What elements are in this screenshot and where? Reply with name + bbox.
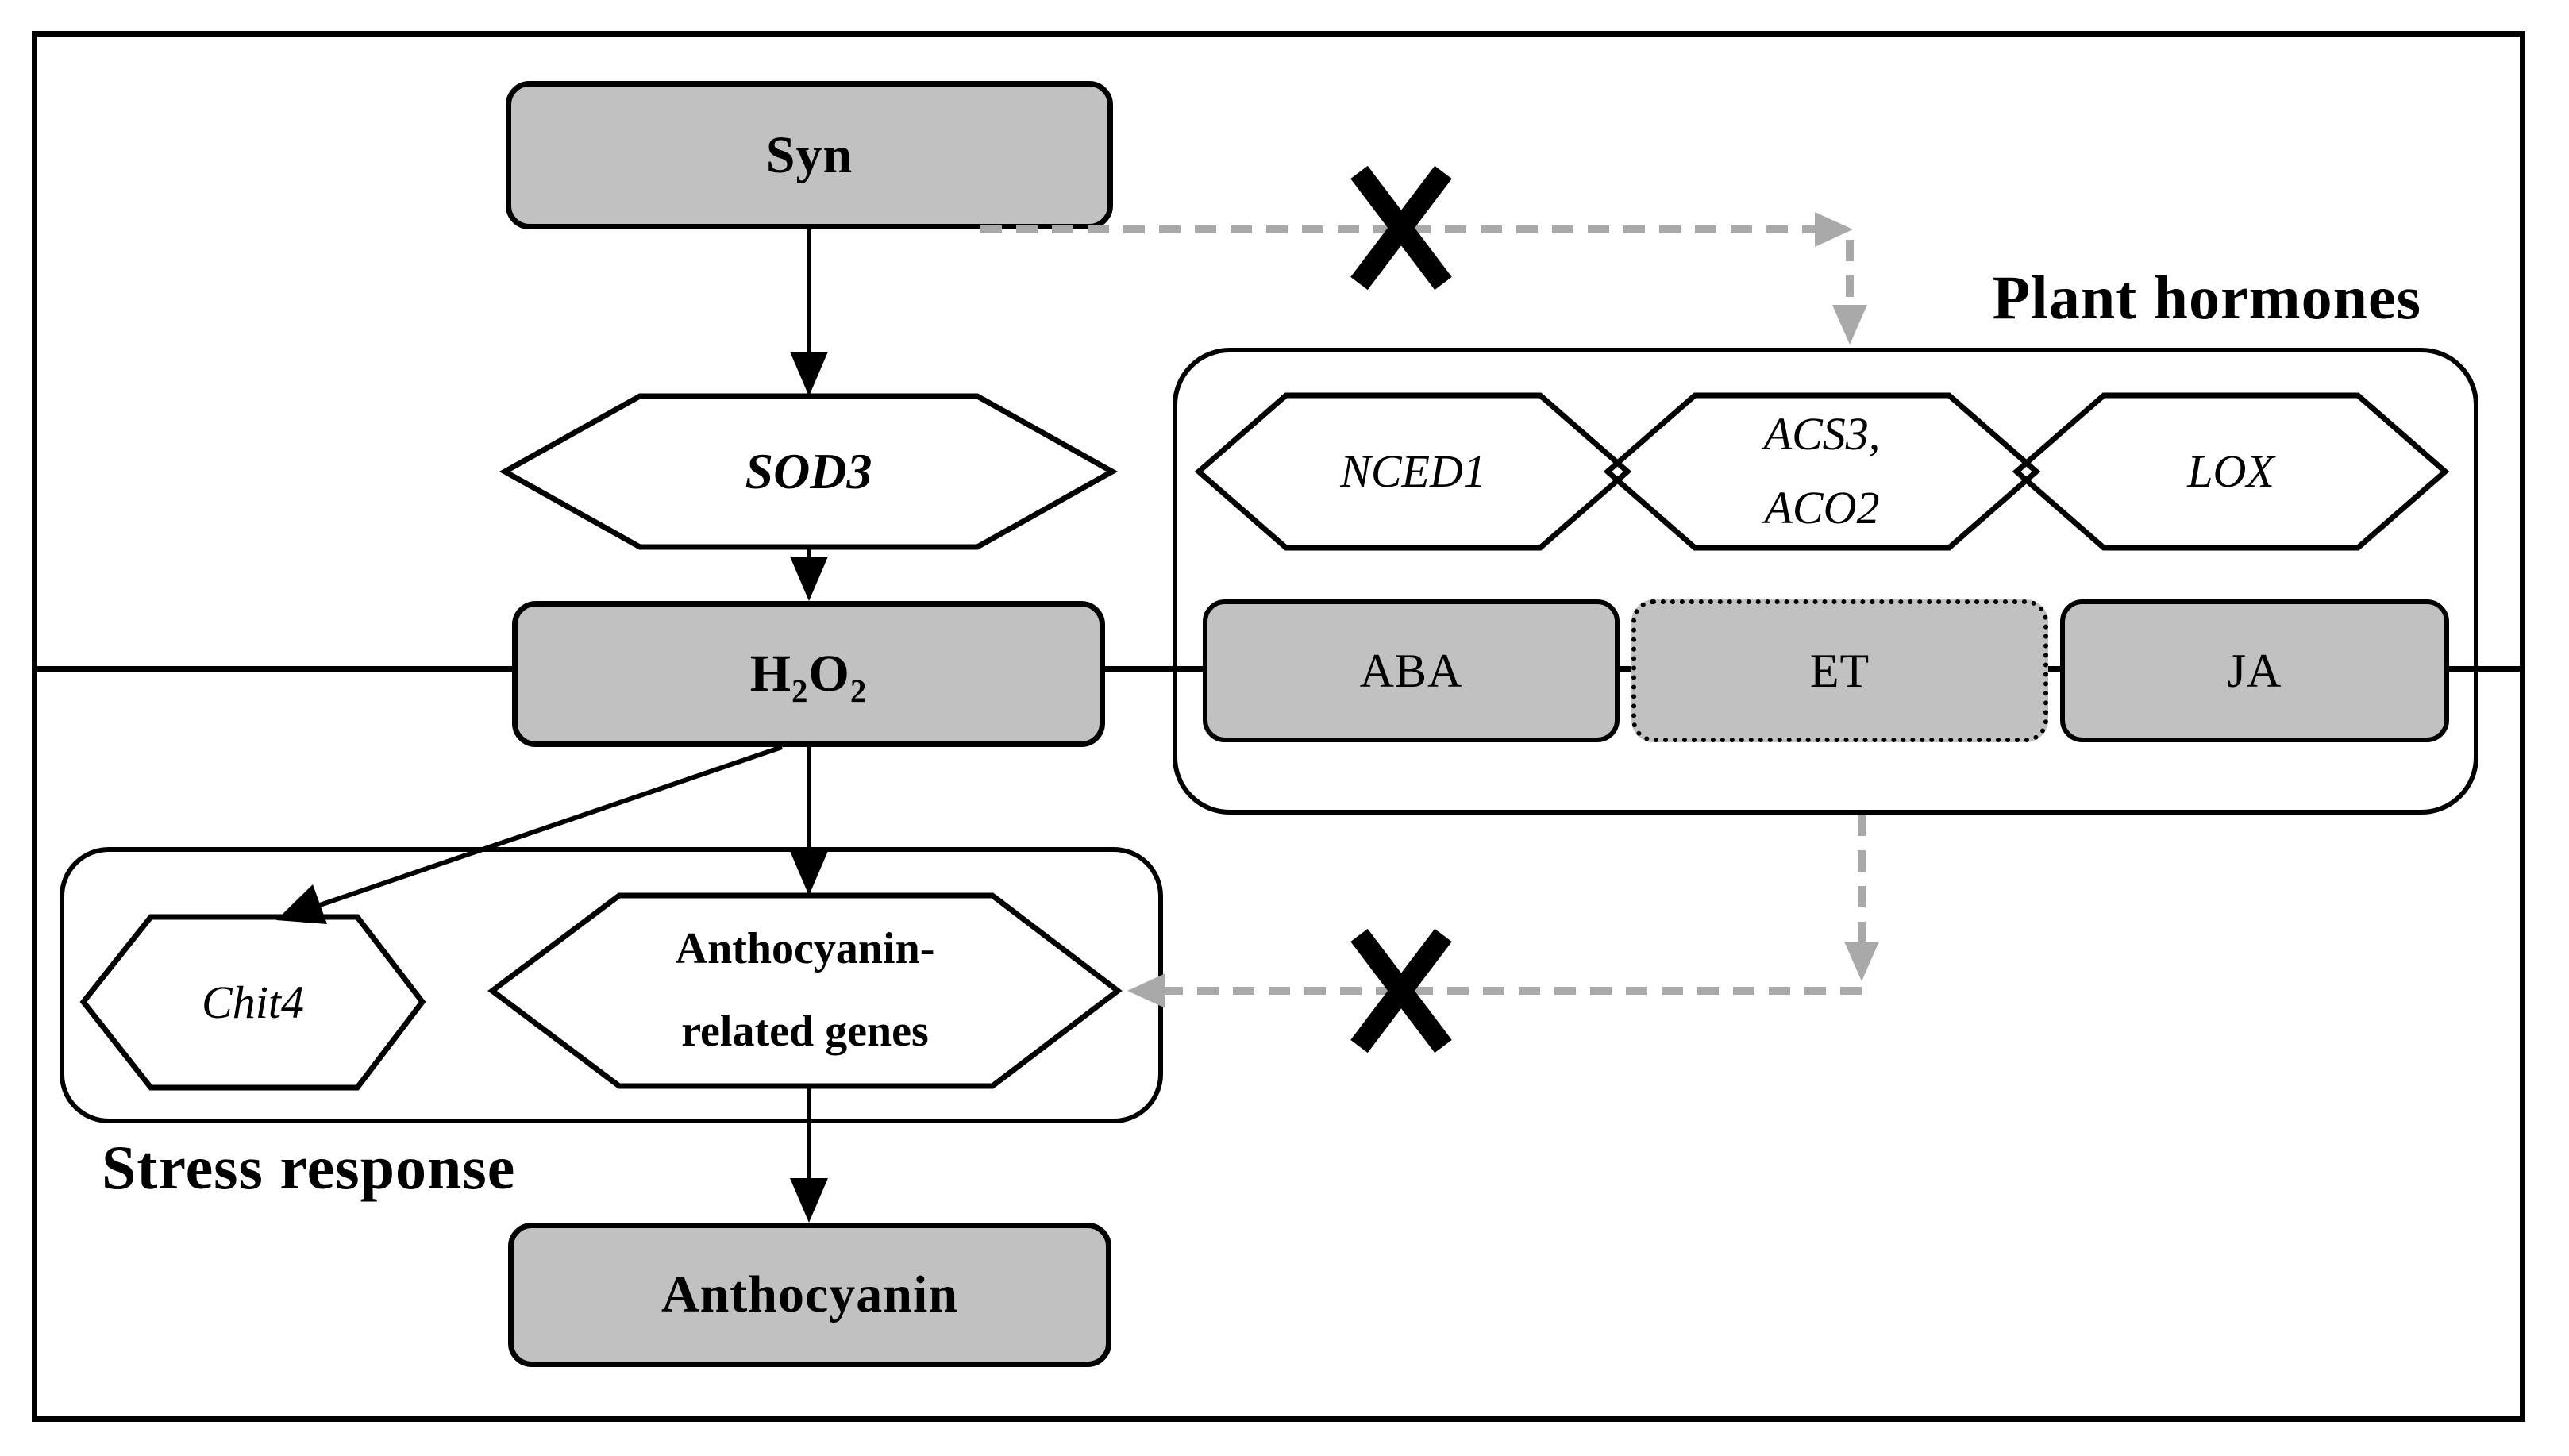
sod3-label: SOD3 [745,443,872,499]
nced1-label: NCED1 [1340,445,1486,497]
anthocyanin-label: Anthocyanin [661,1265,959,1323]
chit4-label: Chit4 [202,976,304,1028]
figure-border [32,31,2525,1422]
ja-label: JA [2227,645,2282,697]
h2o2-label: H2O2 [749,645,868,710]
anthocyanin-node: Anthocyanin [508,1223,1111,1367]
plant-hormones-container [1173,348,2478,815]
syn-node: Syn [506,81,1113,229]
et-node: ET [1631,599,2048,742]
acs3-aco2-label: ACS3,ACO2 [1763,408,1881,533]
aba-node: ABA [1203,599,1620,742]
ja-node: JA [2060,599,2449,742]
aba-label: ABA [1359,645,1463,697]
et-label: ET [1809,645,1870,697]
anthocyanin-genes-label: Anthocyanin-related genes [675,924,935,1056]
syn-label: Syn [765,125,853,184]
h2o2-node: H2O2 [512,601,1105,747]
lox-label: LOX [2187,445,2274,497]
stress-response-title: Stress response [102,1133,516,1202]
plant-hormones-title: Plant hormones [1992,263,2421,332]
